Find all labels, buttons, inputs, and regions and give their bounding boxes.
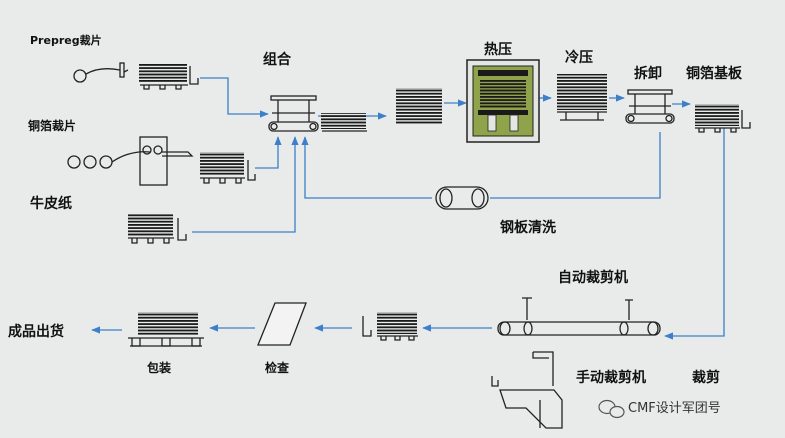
- manual-cutter-equipment: [491, 351, 563, 429]
- flow-prepreg-to-combine: [200, 77, 269, 118]
- label-manual-cutter: 手动裁剪机: [576, 369, 646, 386]
- wechat-icon: [598, 399, 625, 419]
- packing-pallet: [128, 312, 204, 347]
- prepreg-cut-equipment: [73, 62, 199, 90]
- kraft-paper-equipment: [128, 214, 187, 244]
- watermark: CMF设计军团号: [598, 399, 721, 419]
- flow-disassemble-to-wash: [490, 132, 661, 199]
- label-cold-press: 冷压: [565, 49, 593, 66]
- label-kraft-paper: 牛皮纸: [30, 195, 72, 212]
- label-steel-plate-wash: 钢板清洗: [500, 219, 556, 236]
- label-disassemble: 拆卸: [634, 65, 662, 82]
- label-finished-shipping: 成品出货: [8, 323, 64, 340]
- label-cutting: 裁剪: [692, 369, 720, 386]
- flow-kraft-to-combine: [192, 136, 299, 233]
- combine-station: [268, 95, 367, 132]
- hot-press: [466, 59, 540, 143]
- disassemble-station: [625, 89, 675, 124]
- cold-press: [557, 74, 607, 121]
- flow-wash-to-combine: [301, 136, 432, 199]
- copper-foil-cut-equipment: [67, 136, 256, 186]
- watermark-text: CMF设计军团号: [628, 401, 721, 416]
- flow-copper-to-combine: [255, 136, 282, 169]
- label-auto-cutter: 自动裁剪机: [558, 269, 628, 286]
- auto-cutter-equipment: [497, 297, 661, 336]
- flow-ccl-to-auto-cutter: [664, 128, 725, 340]
- steel-plate-wash-equipment: [435, 186, 489, 210]
- label-ccl: 铜箔基板: [686, 65, 743, 82]
- flow-lines: [91, 77, 725, 340]
- label-hot-press: 热压: [484, 41, 512, 58]
- label-copper-foil-cut: 铜箔裁片: [28, 118, 76, 133]
- label-inspection: 检查: [265, 360, 290, 375]
- ccl-stack: [695, 104, 751, 133]
- inspection-sheet: [257, 302, 307, 346]
- label-combine: 组合: [263, 51, 292, 68]
- cut-board-stack: [362, 312, 418, 341]
- label-prepreg-cut: Prepreg裁片: [30, 33, 102, 47]
- press-book-stack: [396, 88, 442, 124]
- label-packing: 包装: [146, 360, 171, 375]
